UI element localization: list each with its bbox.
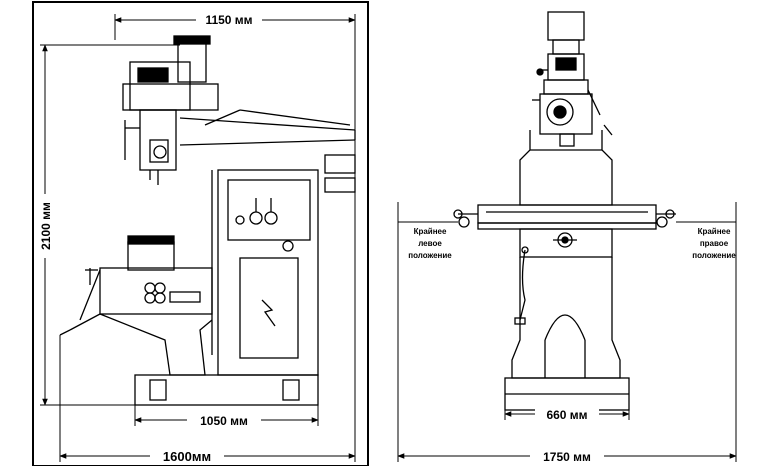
note-left-line2: левое <box>418 239 442 248</box>
note-right-line3: положение <box>692 251 736 260</box>
dim-front-total-width: 1750 мм <box>543 450 591 464</box>
dim-side-total-width: 1600мм <box>163 449 211 464</box>
note-left-line1: Крайнее <box>414 227 447 236</box>
front-view-machine <box>453 11 676 411</box>
note-right-line2: правое <box>700 239 729 248</box>
dim-side-height: 2100 мм <box>39 202 53 250</box>
dim-front-base-width: 660 мм <box>546 408 587 422</box>
dim-side-top-width: 1150 мм <box>205 13 252 27</box>
side-view-panel: 1150 мм 2100 мм 1050 мм 1600мм <box>32 1 369 466</box>
dim-side-base-width: 1050 мм <box>200 414 248 428</box>
side-view-frame <box>32 1 369 466</box>
side-view-machine <box>59 35 356 406</box>
note-right-line1: Крайнее <box>698 227 731 236</box>
note-left-line3: положение <box>408 251 452 260</box>
front-view-panel: Крайнее левое положение Крайнее правое п… <box>397 11 737 464</box>
